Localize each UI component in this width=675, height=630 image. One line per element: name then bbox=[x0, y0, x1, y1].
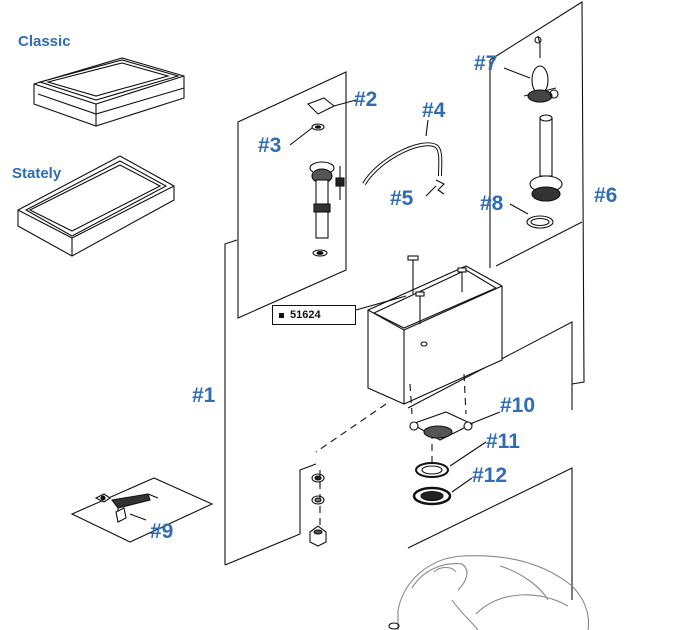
classic-variant-label[interactable]: Classic bbox=[18, 33, 71, 50]
callout-3[interactable]: #3 bbox=[258, 134, 282, 157]
callout-5[interactable]: #5 bbox=[390, 187, 414, 210]
callout-12[interactable]: #12 bbox=[472, 464, 508, 487]
part-number-box[interactable]: 51624 bbox=[272, 305, 356, 325]
kit-1-bracket bbox=[224, 239, 317, 566]
callout-1[interactable]: #1 bbox=[192, 384, 216, 407]
callout-10[interactable]: #10 bbox=[500, 394, 536, 417]
callout-4[interactable]: #4 bbox=[422, 99, 446, 122]
callout-7[interactable]: #7 bbox=[474, 52, 498, 75]
trip-lever-part[interactable] bbox=[94, 493, 159, 523]
callout-11[interactable]: #11 bbox=[486, 430, 520, 453]
flush-valve-group-frame bbox=[489, 1, 585, 385]
callout-6[interactable]: #6 bbox=[594, 184, 618, 207]
fill-valve-group-frame bbox=[237, 71, 347, 319]
classic-lid-illustration[interactable] bbox=[33, 57, 185, 127]
flush-valve-part[interactable] bbox=[526, 114, 563, 229]
refill-tube-part[interactable] bbox=[362, 142, 443, 186]
tube-clip-part[interactable] bbox=[435, 179, 445, 195]
callout-2[interactable]: #2 bbox=[354, 88, 378, 111]
tank-to-bowl-gasket-part[interactable] bbox=[409, 411, 474, 441]
tank-body[interactable] bbox=[367, 265, 503, 405]
bolt-hardware-part[interactable] bbox=[309, 473, 327, 547]
washer-part[interactable] bbox=[415, 462, 449, 478]
callout-8[interactable]: #8 bbox=[480, 192, 504, 215]
part-number-bullet-icon bbox=[279, 312, 284, 318]
stately-lid-illustration[interactable] bbox=[17, 155, 175, 257]
fill-valve-part[interactable] bbox=[307, 97, 345, 257]
flapper-chain-part[interactable] bbox=[523, 35, 559, 103]
leader-lines bbox=[129, 67, 531, 521]
spud-gasket-part[interactable] bbox=[412, 486, 452, 506]
callout-9[interactable]: #9 bbox=[150, 520, 174, 543]
lower-kit-frame bbox=[407, 321, 573, 600]
bowl-partial[interactable] bbox=[388, 555, 590, 630]
handle-kit-frame bbox=[70, 477, 214, 543]
stately-variant-label[interactable]: Stately bbox=[12, 165, 62, 182]
tank-bolts[interactable] bbox=[407, 255, 467, 324]
part-number-text: 51624 bbox=[290, 309, 321, 321]
